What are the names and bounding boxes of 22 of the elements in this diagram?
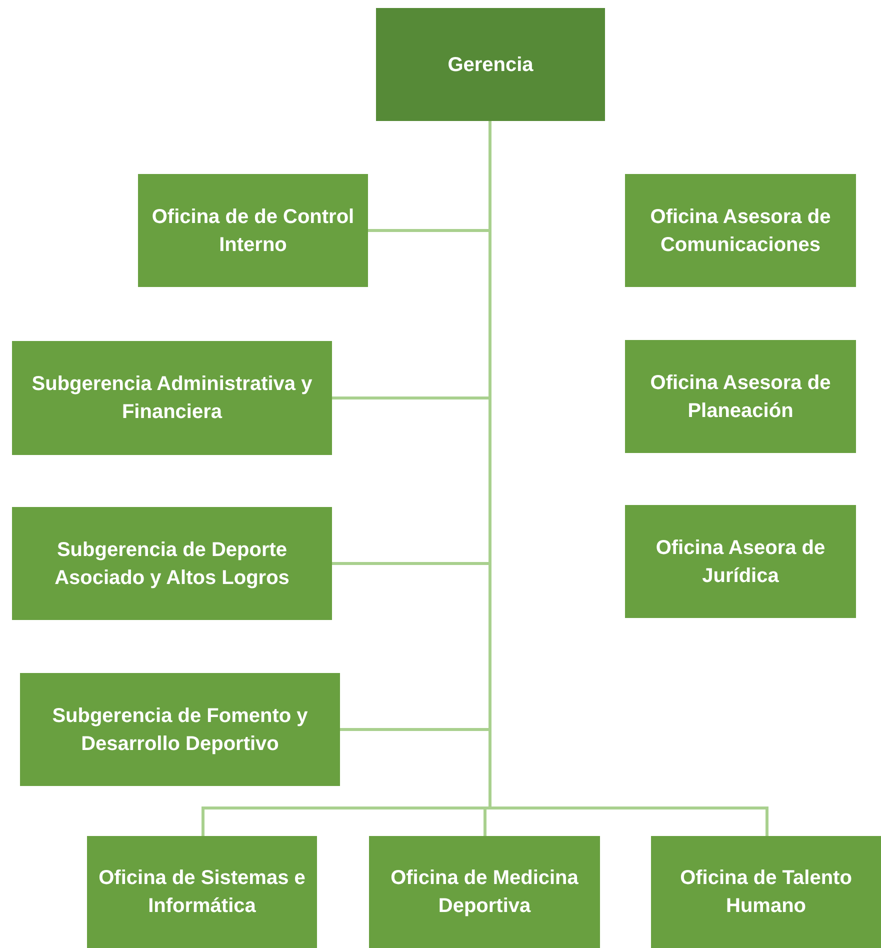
- office-box: [12, 507, 332, 620]
- office-name: Oficina Asesora de Planeación: [649, 370, 832, 424]
- office-name: Oficina de de Control Interno: [150, 204, 356, 258]
- office-box: [369, 836, 600, 948]
- office-name: Oficina Aseora de Jurídica: [654, 536, 826, 588]
- office-name: Subgerencia de Fomento y Desarrollo Deportivo: [51, 704, 309, 756]
- office-box: [20, 673, 340, 786]
- head-office-box: [376, 8, 605, 121]
- office-box: [625, 340, 856, 453]
- office-name: Oficina de Medicina Deportiva: [390, 866, 580, 919]
- office-box: [625, 505, 856, 618]
- office-box: [87, 836, 317, 948]
- office-box: [651, 836, 881, 948]
- office-name: Oficina de Sistemas e Informática: [98, 866, 306, 919]
- office-box: [12, 341, 332, 455]
- office-box: [625, 174, 856, 287]
- office-name: Gerencia: [448, 52, 534, 78]
- office-name: Subgerencia Administrativa y Financiera: [30, 372, 314, 425]
- office-name: Oficina de Talento Humano: [679, 866, 853, 919]
- office-name: Subgerencia de Deporte Asociado y Altos Logros: [54, 538, 290, 590]
- office-name: Oficina Asesora de Comunicaciones: [649, 204, 832, 258]
- office-box: [138, 174, 368, 287]
